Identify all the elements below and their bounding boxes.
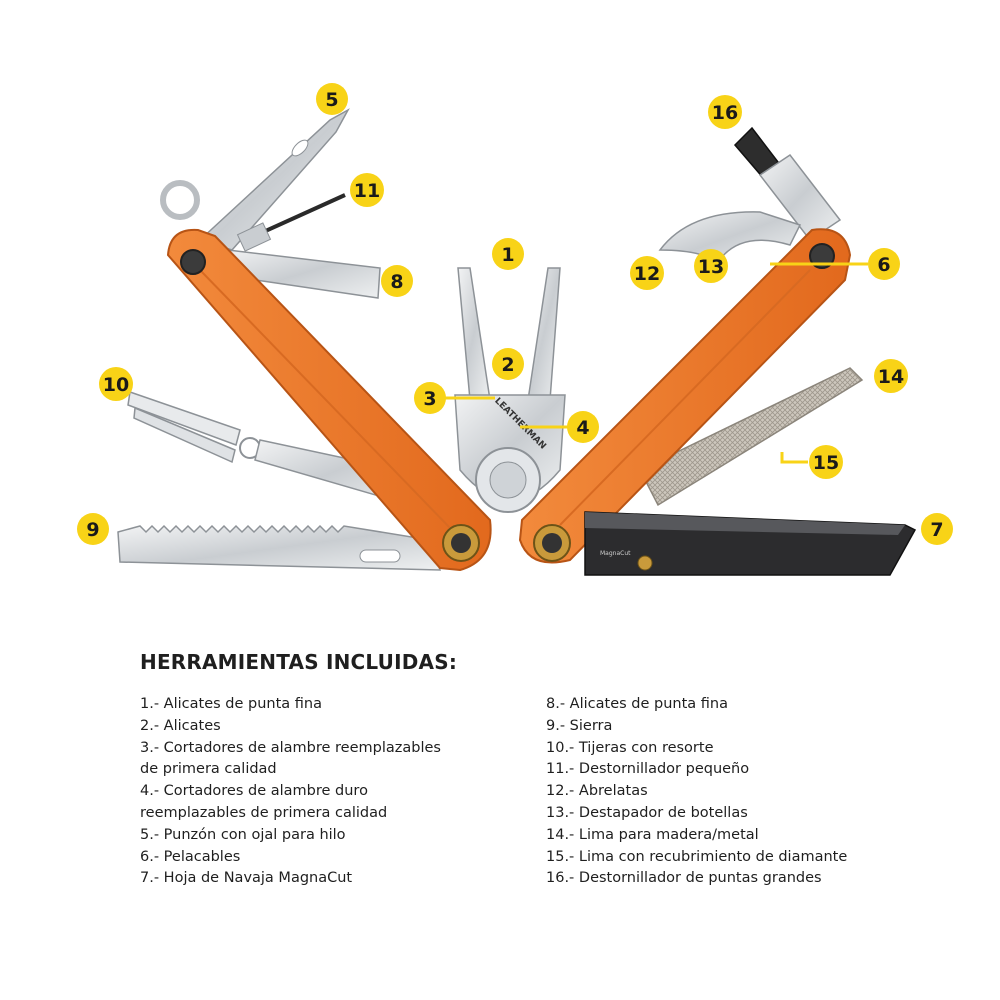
svg-text:14: 14 [878,366,904,388]
tool-item: 4.- Cortadores de alambre duro reemplaza… [140,783,388,821]
callout-4: 4 [567,411,599,443]
file-tool [638,367,864,507]
tool-item: 5.- Punzón con ojal para hilo [140,826,346,843]
callout-3: 3 [414,382,446,414]
svg-text:4: 4 [576,417,589,439]
callout-5: 5 [316,83,348,115]
tool-item: 6.- Pelacables [140,848,241,865]
left-handle [166,228,492,572]
tool-item: 3.- Cortadores de alambre reemplazables … [140,739,441,778]
tool-item: 10.- Tijeras con resorte [546,739,714,756]
callout-2: 2 [492,348,524,380]
pliers-head: LEATHERMAN [454,267,566,513]
knife-blade: MagnaCut [584,511,917,576]
tool-item: 8.- Alicates de punta fina [546,696,728,712]
svg-text:7: 7 [930,519,943,541]
small-screwdriver-tool [236,193,346,252]
bit-driver-tool [733,126,842,242]
callout-12: 12 [630,256,664,290]
tool-item: 13.- Destapador de botellas [546,804,748,821]
can-opener-tool [658,211,802,264]
tool-item: 12.- Abrelatas [546,783,648,800]
svg-text:5: 5 [325,89,338,111]
tool-item: 1.- Alicates de punta fina [140,696,322,712]
tools-heading: HERRAMIENTAS INCLUIDAS: [140,650,458,674]
svg-text:11: 11 [354,180,380,202]
saw-tool [117,524,442,571]
tool-item: 2.- Alicates [140,717,221,734]
callout-7: 7 [921,513,953,545]
svg-text:2: 2 [501,354,514,376]
right-handle [518,228,852,564]
tool-list-right: 8.- Alicates de punta fina 9.- Sierra 10… [546,694,906,890]
svg-text:3: 3 [423,388,436,410]
svg-text:12: 12 [634,263,660,285]
tool-item: 11.- Destornillador pequeño [546,761,750,778]
callout-8: 8 [381,265,413,297]
callout-1: 1 [492,238,524,270]
svg-text:1: 1 [501,244,514,266]
svg-text:6: 6 [877,254,890,276]
svg-text:16: 16 [712,102,738,124]
callout-16: 16 [708,95,742,129]
tool-item: 16.- Destornillador de puntas grandes [546,870,822,887]
callout-15: 15 [809,445,843,479]
svg-text:10: 10 [103,374,129,396]
tool-item: 9.- Sierra [546,717,613,734]
tool-item: 15.- Lima con recubrimiento de diamante [546,848,848,865]
callout-6: 6 [868,248,900,280]
callout-10: 10 [99,367,133,401]
tool-item: 14.- Lima para madera/metal [546,826,759,843]
leader-lines [442,262,868,464]
multitool-illustration: LEATHERMAN MagnaCut 1 2 3 4 5 6 7 [77,83,953,576]
included-tools-section: HERRAMIENTAS INCLUIDAS: 1.- Alicates de … [140,650,900,886]
tool-list-left: 1.- Alicates de punta fina 2.- Alicates … [140,694,500,890]
svg-text:8: 8 [390,271,403,293]
svg-text:9: 9 [86,519,99,541]
callout-9: 9 [77,513,109,545]
callout-13: 13 [694,249,728,283]
blade-marking: MagnaCut [600,550,631,557]
callout-14: 14 [874,359,908,393]
svg-text:15: 15 [813,452,839,474]
svg-text:13: 13 [698,256,724,278]
tool-item: 7.- Hoja de Navaja MagnaCut [140,870,353,887]
callout-11: 11 [350,173,384,207]
